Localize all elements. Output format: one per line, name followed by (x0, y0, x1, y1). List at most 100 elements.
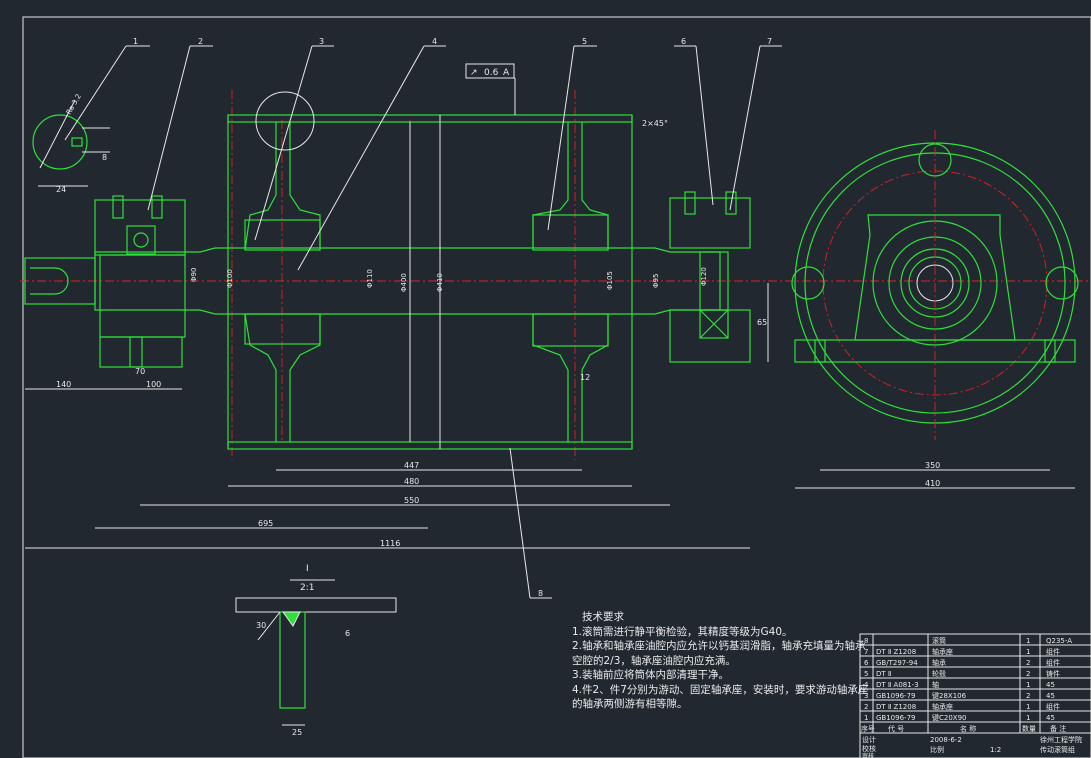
bom-no: 2 (864, 703, 868, 711)
dim-text: 480 (404, 477, 419, 486)
bom-no: 8 (864, 637, 868, 645)
bom-header-code: 代 号 (888, 724, 904, 733)
tech-note: 的轴承两侧游有相等隙。 (572, 698, 688, 710)
left-bearing-housing (94, 195, 186, 368)
bom-mat: Q235-A (1046, 637, 1072, 645)
tech-note: 空腔的2/3，轴承座油腔内应充满。 (572, 654, 736, 667)
dim-text: Φ400 (400, 273, 408, 292)
tech-note: 4.件2、件7分别为游动、固定轴承座，安装时，要求游动轴承座 (572, 683, 869, 696)
drawing-frame (22, 16, 1091, 758)
bom-name: 轴承 (932, 658, 946, 667)
drum-shell (227, 91, 633, 450)
bom-no: 3 (864, 692, 868, 700)
bom-qty: 1 (1026, 703, 1030, 711)
balloon-label: 4 (432, 37, 437, 46)
tb-scale: 1:2 (990, 746, 1001, 754)
dim-text: 1116 (380, 539, 400, 548)
bom-no: 1 (864, 714, 868, 722)
tb-date: 2008-6-2 (930, 736, 962, 744)
dim-text: 695 (258, 519, 273, 528)
dimension-lines (25, 77, 1075, 549)
dim-text: Φ105 (606, 271, 614, 290)
tech-title: 技术要求 (582, 611, 624, 623)
bom-mat: 组件 (1046, 647, 1060, 656)
key-section-view (32, 99, 110, 187)
tolerance-frame (465, 63, 515, 79)
dim-text: 350 (925, 461, 940, 470)
bom-qty: 1 (1026, 681, 1030, 689)
bom-code: DT Ⅱ (876, 670, 891, 678)
tb-school: 徐州工程学院 (1040, 735, 1082, 744)
dim-text: 8 (102, 153, 107, 162)
tb-drawing: 传动滚筒组 (1040, 745, 1075, 754)
bom-qty: 2 (1026, 692, 1030, 700)
bom-mat: 45 (1046, 714, 1055, 722)
bom-header-name: 名 称 (960, 724, 976, 733)
end-view (791, 130, 1079, 440)
bom-code: GB1096-79 (876, 692, 915, 700)
bom-name: 轮毂 (932, 669, 946, 678)
dim-text: Φ410 (436, 273, 444, 292)
bom-name: 键28X106 (932, 691, 967, 700)
dim-text: Φ90 (190, 268, 198, 282)
tolerance-symbol: ↗ (470, 68, 478, 78)
bom-no: 6 (864, 659, 869, 667)
bom-mat: 45 (1046, 692, 1055, 700)
bom-mat: 铸件 (1046, 669, 1060, 678)
tech-note: 2.轴承和轴承座油腔内应允许以钙基润滑脂，轴承充填量为轴承 (572, 640, 866, 652)
bom-qty: 1 (1026, 637, 1030, 645)
bom-no: 5 (864, 670, 868, 678)
detail-view (235, 579, 397, 726)
bom-qty: 2 (1026, 670, 1030, 678)
tb-approve: 审核 (862, 752, 874, 758)
bom-name: 轴 (932, 680, 939, 689)
dim-text: 410 (925, 479, 940, 488)
bom-qty: 1 (1026, 714, 1030, 722)
balloon-label: 1 (133, 37, 138, 46)
detail-label: I (306, 564, 309, 574)
dim-text: 140 (56, 380, 71, 389)
dim-text: Φ110 (366, 269, 374, 288)
tb-check: 校核 (862, 744, 876, 753)
bom-mat: 45 (1046, 681, 1055, 689)
chamfer-note: 2×45° (642, 119, 668, 128)
dim-text: 550 (404, 496, 419, 505)
balloon-label: 7 (767, 37, 772, 46)
balloon-label: 6 (681, 37, 686, 46)
dim-text: Φ100 (226, 269, 234, 288)
balloon-leaders (64, 45, 782, 599)
bom-header-qty: 数量 (1022, 724, 1036, 733)
right-bearing-housing (669, 191, 751, 363)
tb-design: 设计 (862, 735, 876, 744)
roughness-note: Ra 3.2 (65, 93, 83, 116)
dim-text: 30 (256, 621, 266, 630)
bom-code: DT Ⅱ Z1208 (876, 703, 916, 711)
bom-name: 轴承座 (932, 647, 953, 656)
dim-text: 65 (757, 318, 767, 327)
tolerance-datum: A (503, 68, 510, 78)
bom-name: 键C20X90 (932, 713, 967, 722)
dim-text: 25 (292, 728, 302, 737)
balloon-label: 8 (538, 589, 543, 598)
balloon-label: 5 (582, 37, 587, 46)
technical-requirements: 技术要求 1.滚筒需进行静平衡检验，其精度等级为G40。 2.轴承和轴承座油腔内… (572, 610, 868, 712)
bom-header-mat: 备 注 (1050, 724, 1066, 733)
bom-qty: 1 (1026, 648, 1030, 656)
tolerance-value: 0.6 (484, 68, 499, 78)
dim-text: 100 (146, 380, 161, 389)
bom-code: DT Ⅱ A081-3 (876, 681, 919, 689)
dim-text: Φ95 (652, 274, 660, 288)
dim-text: Φ120 (700, 267, 708, 286)
dim-text: 24 (56, 185, 66, 194)
bom-no: 7 (864, 648, 868, 656)
dim-text: 70 (135, 367, 145, 376)
bom-header-no: 序号 (861, 724, 875, 733)
dim-text: 447 (404, 461, 419, 470)
bom-no: 4 (864, 681, 869, 689)
bom-code: DT Ⅱ Z1208 (876, 648, 916, 656)
tech-note: 1.滚筒需进行静平衡检验，其精度等级为G40。 (572, 625, 793, 638)
bom-mat: 组件 (1046, 702, 1060, 711)
bom-code: GB1096-79 (876, 714, 915, 722)
